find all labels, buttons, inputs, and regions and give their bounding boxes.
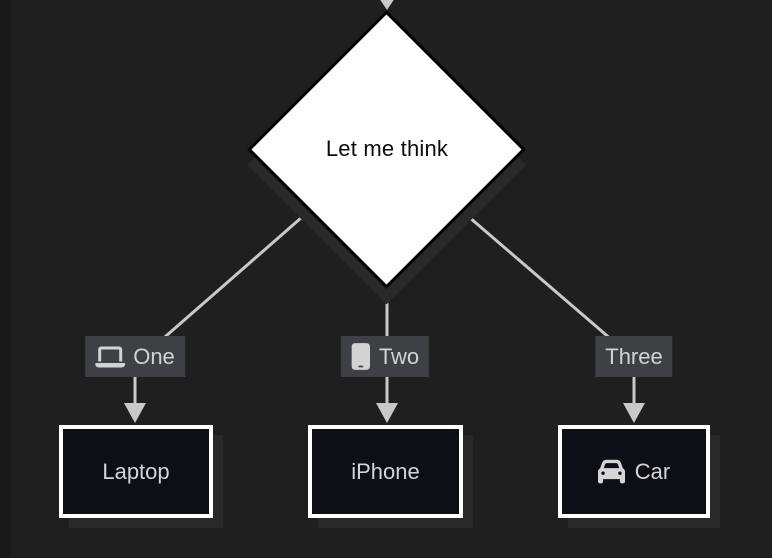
node-car: Car [558,425,710,518]
edge-three-upper [461,209,613,342]
edge-one-upper [157,209,310,345]
decision-label: Let me think [325,136,449,161]
left-gutter [0,0,11,558]
edge-label-two: Two [340,336,430,377]
arrowhead-two-icon [376,403,398,423]
edge-label-one: One [85,336,185,377]
node-iphone-text: iPhone [351,458,420,484]
edge-label-three-text: Three [605,343,663,369]
incoming-arrowhead-icon [380,0,394,10]
arrowhead-one-icon [124,403,146,423]
node-laptop: Laptop [59,425,213,518]
node-iphone: iPhone [308,425,463,518]
mobile-phone-icon [351,343,371,370]
arrowhead-three-icon [623,403,645,423]
edge-label-one-text: One [133,343,175,369]
car-icon [597,458,625,485]
edge-label-two-text: Two [378,343,420,369]
edge-label-three: Three [595,336,673,377]
laptop-icon [95,345,126,369]
node-car-text: Car [634,458,671,484]
node-laptop-text: Laptop [102,458,170,484]
